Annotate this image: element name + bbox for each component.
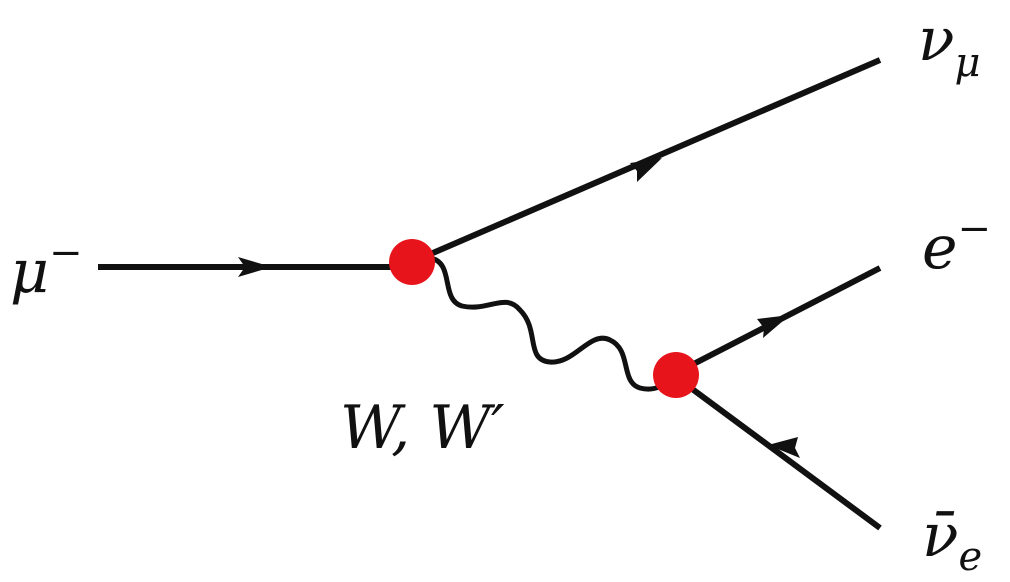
w-boson-propagator — [427, 255, 679, 392]
label-w-boson: W, W′ — [340, 393, 505, 463]
label-anti-nu-e: ν̄e — [922, 501, 982, 580]
vertex-w-decay — [653, 352, 699, 398]
anti-nu-e-line — [674, 374, 882, 531]
label-electron: e− — [922, 206, 991, 283]
vertex-muon-decay — [389, 239, 435, 285]
anti-nu-e-arrow — [768, 437, 800, 458]
label-nu-mu: νμ — [918, 5, 980, 86]
nu-mu-arrow — [630, 158, 662, 182]
electron-arrow — [757, 315, 790, 338]
muon-arrow — [238, 257, 272, 277]
label-muon: μ− — [10, 230, 83, 307]
